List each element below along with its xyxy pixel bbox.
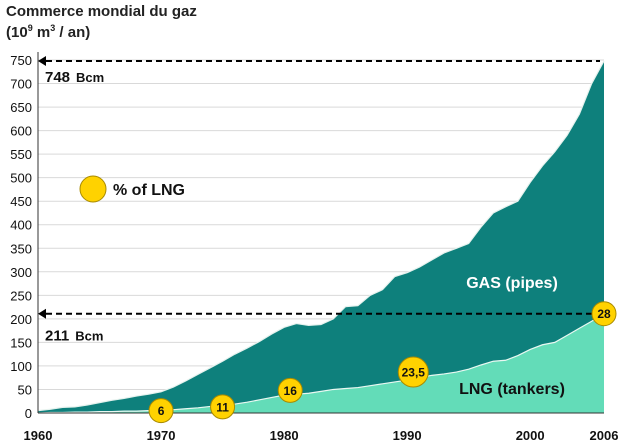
y-tick-label-200: 200 (10, 312, 32, 327)
y-tick-label-150: 150 (10, 335, 32, 350)
lng-share-marker-6 (148, 398, 174, 424)
lng-line (37, 313, 605, 414)
lng-series-label: LNG (tankers) (459, 381, 565, 398)
lng-share-label-23,5: 23,5 (402, 366, 426, 380)
unit-exponent-9: 9 (27, 23, 33, 33)
gas-total-line (37, 60, 605, 412)
x-tick-label-1980: 1980 (270, 428, 299, 443)
y-tick-label-300: 300 (10, 265, 32, 280)
y-tick-label-50: 50 (18, 382, 32, 397)
y-tick-label-600: 600 (10, 124, 32, 139)
gas-series-label: GAS (pipes) (466, 275, 558, 292)
lng-reference-label: 211 Bcm (45, 328, 103, 345)
lng-share-label-16: 16 (284, 384, 298, 398)
chart-title: Commerce mondial du gaz (6, 3, 197, 20)
lng-share-marker-11 (210, 394, 236, 420)
y-tick-label-700: 700 (10, 77, 32, 92)
y-tick-label-100: 100 (10, 359, 32, 374)
lng-share-marker-28 (591, 301, 617, 327)
lng-share-label-11: 11 (216, 400, 229, 414)
x-tick-label-1960: 1960 (24, 428, 53, 443)
y-tick-label-450: 450 (10, 194, 32, 209)
top-reference-value: 748 (45, 69, 70, 86)
lng-share-marker-23,5 (397, 356, 429, 388)
x-tick-label-2006: 2006 (590, 428, 619, 443)
unit-prefix: (10 (6, 24, 28, 41)
lng-reference-arrow (38, 308, 46, 319)
y-axis-unit-label: (109 m3 / an) (6, 23, 90, 41)
y-tick-label-550: 550 (10, 147, 32, 162)
y-tick-label-400: 400 (10, 218, 32, 233)
legend-marker (79, 175, 107, 203)
lng-tankers-area (38, 313, 604, 413)
y-tick-label-750: 750 (10, 53, 32, 68)
y-tick-label-500: 500 (10, 171, 32, 186)
x-tick-label-1970: 1970 (147, 428, 176, 443)
lng-reference-unit: Bcm (75, 329, 103, 344)
y-tick-label-650: 650 (10, 100, 32, 115)
lng-share-marker-16 (277, 377, 303, 403)
top-reference-arrow (38, 55, 46, 66)
y-tick-label-350: 350 (10, 241, 32, 256)
top-reference-unit: Bcm (76, 70, 104, 85)
lng-share-label-6: 6 (158, 404, 165, 418)
top-reference-label: 748 Bcm (45, 69, 104, 86)
y-tick-label-250: 250 (10, 288, 32, 303)
unit-suffix: / an) (55, 24, 91, 41)
unit-exponent-3: 3 (50, 23, 56, 33)
gas-pipes-area (38, 60, 604, 413)
lng-reference-value: 211 (45, 328, 69, 345)
lng-share-label-28: 28 (597, 307, 611, 321)
unit-middle: m (32, 24, 51, 41)
y-tick-label-0: 0 (25, 406, 32, 421)
x-tick-label-2000: 2000 (516, 428, 545, 443)
x-tick-label-1990: 1990 (393, 428, 422, 443)
legend-label: % of LNG (113, 182, 185, 199)
